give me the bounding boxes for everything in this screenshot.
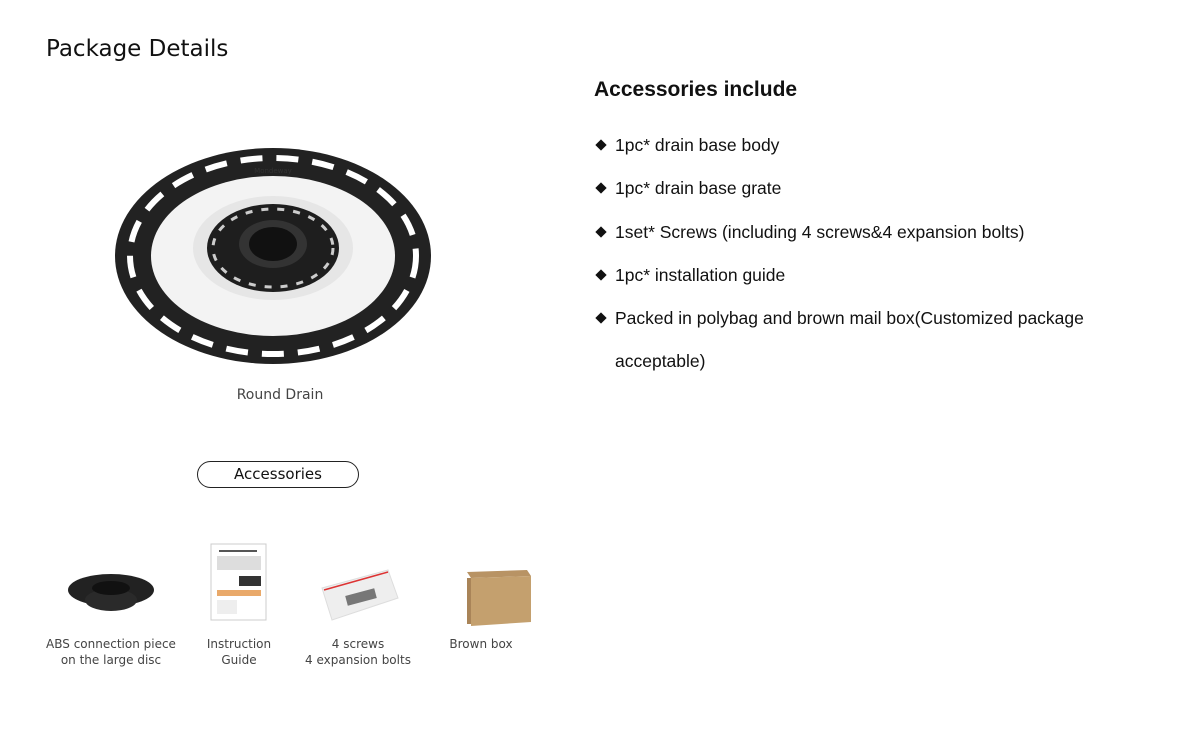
- accessory-label: on the large disc: [60, 653, 162, 667]
- instruction-guide-icon: [210, 543, 267, 621]
- accessory-item: Brown box: [411, 540, 551, 652]
- diamond-bullet-icon: [595, 225, 607, 238]
- page-title: Package Details: [46, 36, 229, 62]
- accessories-include-list: 1pc* drain base body 1pc* drain base gra…: [595, 124, 1115, 384]
- list-item: Packed in polybag and brown mail box(Cus…: [595, 297, 1115, 384]
- accessories-include-heading: Accessories include: [594, 78, 798, 101]
- list-item-text: 1pc* drain base grate: [615, 178, 782, 199]
- accessory-label: 4 screws: [331, 637, 385, 651]
- list-item: 1pc* drain base grate: [595, 167, 1115, 210]
- list-item-text: 1set* Screws (including 4 screws&4 expan…: [615, 221, 1025, 242]
- accessory-label: Guide: [221, 653, 257, 667]
- accessory-item: 4 screws 4 expansion bolts: [288, 540, 428, 668]
- brown-box-icon: [467, 570, 531, 626]
- accessory-label: ABS connection piece: [46, 637, 176, 651]
- list-item-text: 1pc* drain base body: [615, 135, 780, 155]
- screw-bag-icon: [321, 569, 399, 621]
- diamond-bullet-icon: [595, 182, 607, 194]
- accessory-label: 4 expansion bolts: [305, 653, 411, 667]
- accessory-label: Instruction: [206, 637, 272, 651]
- list-item: 1pc* installation guide: [595, 254, 1115, 297]
- diamond-bullet-icon: [595, 269, 607, 281]
- list-item-text: Packed in polybag and brown mail box(Cus…: [615, 308, 1084, 372]
- accessory-item: ABS connection piece on the large disc: [41, 540, 181, 668]
- round-drain-image: Mondeway: [115, 148, 431, 364]
- diamond-bullet-icon: [595, 312, 607, 324]
- list-item: 1pc* drain base body: [595, 124, 1115, 167]
- diamond-bullet-icon: [595, 139, 607, 151]
- list-item: 1set* Screws (including 4 screws&4 expan…: [595, 211, 1115, 254]
- accessories-label: Accessories: [197, 461, 359, 488]
- accessory-label: Brown box: [449, 637, 513, 651]
- product-caption: Round Drain: [236, 387, 324, 403]
- brand-logo: Mondeway: [254, 167, 292, 175]
- list-item-text: 1pc* installation guide: [615, 264, 786, 285]
- abs-connection-piece-icon: [68, 574, 154, 611]
